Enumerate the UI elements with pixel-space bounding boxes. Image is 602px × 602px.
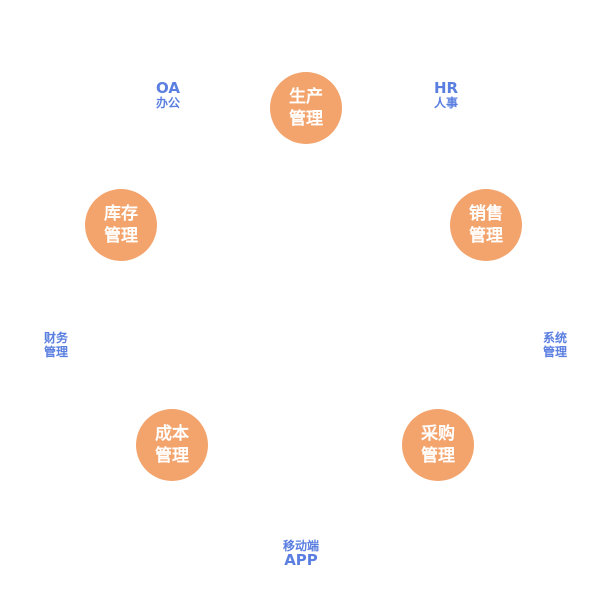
hr-label: HR 人事	[428, 79, 464, 111]
oa-office-label: OA 办公	[150, 79, 186, 111]
system-label-line2: 管理	[542, 345, 567, 359]
finance-label-line2: 管理	[43, 345, 68, 359]
sales-node-line2: 管理	[469, 226, 503, 246]
sales-management-node: 销售 管理	[450, 189, 522, 261]
oa-label-line1: OA	[156, 79, 180, 97]
cost-node-line1: 成本	[155, 424, 189, 444]
hr-label-line2: 人事	[433, 96, 458, 110]
oa-label-line2: 办公	[155, 96, 180, 110]
sales-node-line1: 销售	[469, 204, 503, 224]
finance-label-line1: 财务	[43, 331, 68, 345]
production-node-line2: 管理	[289, 109, 323, 129]
production-management-node: 生产 管理	[270, 72, 342, 144]
inventory-management-node: 库存 管理	[85, 189, 157, 261]
purchase-management-node: 采购 管理	[402, 409, 474, 481]
cost-management-node: 成本 管理	[136, 409, 208, 481]
inventory-node-line1: 库存	[104, 204, 138, 224]
mobile-label-line1: 移动端	[282, 539, 319, 553]
purchase-node-line1: 采购	[421, 424, 455, 444]
system-management-label: 系统 管理	[536, 331, 574, 359]
mobile-label-line2: APP	[284, 551, 318, 569]
mobile-app-label: 移动端 APP	[272, 539, 330, 568]
finance-management-label: 财务 管理	[37, 331, 75, 359]
system-label-line1: 系统	[542, 331, 567, 345]
inventory-node-line2: 管理	[104, 226, 138, 246]
cost-node-line2: 管理	[155, 446, 189, 466]
production-node-line1: 生产	[289, 87, 323, 107]
purchase-node-line2: 管理	[421, 446, 455, 466]
hr-label-line1: HR	[433, 79, 459, 97]
